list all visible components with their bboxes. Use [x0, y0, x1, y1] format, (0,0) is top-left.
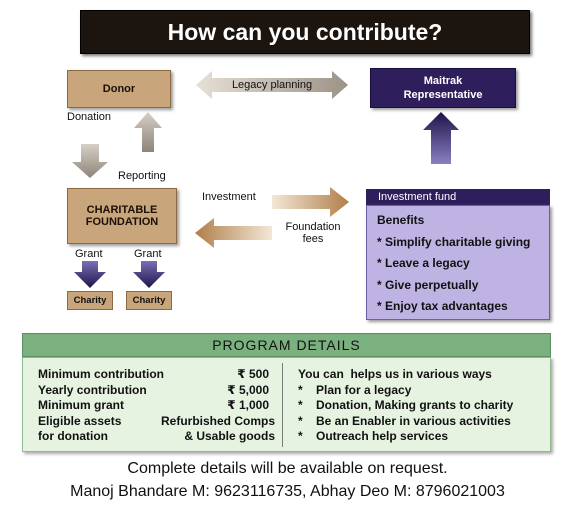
- benefit-item: * Leave a legacy: [377, 256, 470, 270]
- pd-left-value: ₹ 500: [237, 367, 269, 381]
- maitrak-label-line1: Maitrak: [423, 74, 463, 87]
- charity-box-right: Charity: [126, 291, 172, 310]
- pd-bullet: *: [298, 413, 303, 428]
- benefits-title: Benefits: [377, 213, 425, 227]
- grant-label-right: Grant: [134, 248, 162, 260]
- pd-bullet: *: [298, 382, 303, 397]
- foundation-label-line2: FOUNDATION: [85, 216, 159, 228]
- grant-arrow-left: [74, 261, 106, 288]
- legacy-planning-label: Legacy planning: [231, 79, 313, 91]
- donor-box: Donor: [67, 70, 171, 108]
- foundation-fees-arrow: [195, 218, 272, 248]
- benefit-item: * Simplify charitable giving: [377, 234, 531, 249]
- pd-right-item: Plan for a legacy: [316, 382, 412, 397]
- charity-label-left: Charity: [73, 295, 107, 306]
- pd-left-value: & Usable goods: [184, 429, 275, 443]
- grant-label-left: Grant: [75, 248, 103, 260]
- investment-fund-header: Investment fund: [366, 189, 550, 205]
- program-details-divider: [282, 363, 283, 447]
- grant-arrow-right: [133, 261, 165, 288]
- pd-right-title: You can helps us in various ways: [298, 367, 492, 381]
- reporting-label: Reporting: [118, 170, 166, 182]
- pd-left-label: Minimum contribution: [38, 367, 164, 381]
- reporting-arrow: [134, 112, 162, 152]
- pd-right-item: Be an Enabler in various activities: [316, 413, 511, 428]
- legacy-planning-arrow: [196, 71, 348, 99]
- charity-box-left: Charity: [67, 291, 113, 310]
- footer-line2: Manoj Bhandare M: 9623116735, Abhay Deo …: [70, 483, 505, 500]
- pd-right-item: Outreach help services: [316, 429, 449, 443]
- foundation-fees-line2: fees: [302, 233, 324, 246]
- pd-right-item: Donation, Making grants to charity: [316, 398, 514, 412]
- pd-left-label: Yearly contribution: [38, 382, 147, 397]
- pd-left-label: Eligible assets: [38, 413, 122, 428]
- pd-left-label: for donation: [38, 429, 108, 443]
- donation-arrow: [72, 144, 108, 178]
- maitrak-up-arrow: [423, 112, 459, 164]
- benefit-item: * Give perpetually: [377, 277, 479, 292]
- investment-label: Investment: [202, 191, 256, 203]
- pd-left-value: ₹ 5,000: [227, 382, 269, 397]
- investment-arrow: [272, 187, 349, 217]
- foundation-label-line1: CHARITABLE: [86, 204, 158, 216]
- program-details-header: PROGRAM DETAILS: [22, 333, 551, 357]
- maitrak-representative-box: Maitrak Representative: [370, 68, 516, 108]
- pd-left-label: Minimum grant: [38, 398, 124, 412]
- pd-left-value: Refurbished Comps: [160, 413, 275, 428]
- pd-bullet: *: [298, 398, 303, 412]
- pd-bullet: *: [298, 429, 303, 443]
- foundation-fees-label: Foundation fees: [280, 221, 346, 245]
- maitrak-label-line2: Representative: [403, 89, 483, 101]
- investment-fund-panel: Benefits * Simplify charitable giving * …: [366, 205, 550, 320]
- charitable-foundation-box: CHARITABLE FOUNDATION: [67, 188, 177, 244]
- donor-label: Donor: [102, 83, 136, 95]
- benefit-item: * Enjoy tax advantages: [377, 299, 508, 313]
- pd-left-value: ₹ 1,000: [227, 398, 269, 412]
- footer-line1: Complete details will be available on re…: [127, 460, 448, 477]
- program-details-panel: [22, 357, 551, 452]
- donation-label: Donation: [67, 111, 112, 123]
- page-title: How can you contribute?: [80, 10, 530, 54]
- foundation-fees-line1: Foundation: [285, 221, 341, 233]
- charity-label-right: Charity: [132, 295, 166, 306]
